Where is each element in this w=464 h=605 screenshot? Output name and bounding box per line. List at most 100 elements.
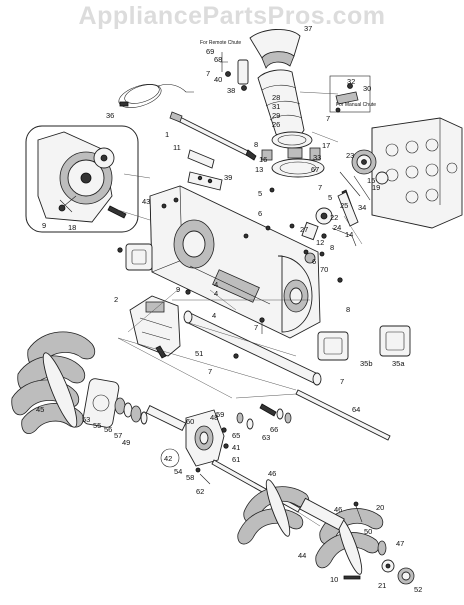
callout-7-chute: 7 bbox=[318, 183, 322, 192]
callout-68: 68 bbox=[214, 55, 222, 64]
callout-6-right: 6 bbox=[312, 257, 316, 266]
callout-14: 14 bbox=[345, 230, 353, 239]
discharge-chute bbox=[257, 69, 313, 149]
remote-chute-cable bbox=[118, 84, 194, 108]
callout-45: 45 bbox=[36, 405, 44, 414]
callout-31: 31 bbox=[272, 102, 280, 111]
callout-35b: 35b bbox=[360, 359, 373, 368]
callout-64: 64 bbox=[352, 405, 360, 414]
callout-6-top: 6 bbox=[258, 209, 262, 218]
callout-28: 28 bbox=[272, 93, 280, 102]
impeller-housing bbox=[129, 295, 181, 359]
callout-66: 66 bbox=[270, 425, 278, 434]
callout-62: 62 bbox=[196, 487, 204, 496]
callout-18: 18 bbox=[68, 223, 76, 232]
gearbox-hardware bbox=[221, 403, 292, 449]
chute-deflector bbox=[249, 29, 301, 69]
callout-53: 53 bbox=[82, 415, 90, 424]
callout-4-a: 4 bbox=[214, 280, 218, 289]
skid-shoes bbox=[125, 243, 411, 361]
callout-57: 57 bbox=[114, 431, 122, 440]
callout-70: 70 bbox=[320, 265, 328, 274]
callout-27: 27 bbox=[300, 225, 308, 234]
callout-47: 47 bbox=[396, 539, 404, 548]
callout-1: 1 bbox=[165, 130, 169, 139]
inset-detail bbox=[25, 125, 139, 233]
callout-40: 40 bbox=[214, 75, 222, 84]
callout-29: 29 bbox=[272, 111, 280, 120]
callout-5-top: 5 bbox=[258, 189, 262, 198]
callout-7-skid: 7 bbox=[340, 377, 344, 386]
callout-52: 52 bbox=[414, 585, 422, 594]
note-manual-chute: For Manual Chute bbox=[336, 102, 376, 108]
callout-48: 48 bbox=[210, 413, 218, 422]
callout-8-right: 8 bbox=[330, 243, 334, 252]
chute-crank-shaft bbox=[169, 111, 257, 161]
callout-44: 44 bbox=[298, 551, 306, 560]
callout-4-c: 4 bbox=[212, 311, 216, 320]
auger-shaft bbox=[295, 389, 391, 441]
callout-26: 26 bbox=[272, 120, 280, 129]
callout-7-mid: 7 bbox=[254, 323, 258, 332]
engine-frame bbox=[371, 117, 463, 229]
callout-25: 25 bbox=[340, 201, 348, 210]
callout-9-inset: 9 bbox=[42, 221, 46, 230]
auger-pulley bbox=[337, 149, 389, 227]
callout-41: 41 bbox=[232, 443, 240, 452]
callout-46-lower: 46 bbox=[334, 505, 342, 514]
callout-67: 67 bbox=[311, 165, 319, 174]
assembly-guide-lines bbox=[117, 91, 363, 527]
manual-chute-crank bbox=[329, 75, 371, 113]
callout-23: 23 bbox=[346, 151, 354, 160]
callout-12: 12 bbox=[316, 238, 324, 247]
callout-17: 17 bbox=[322, 141, 330, 150]
callout-13: 13 bbox=[255, 165, 263, 174]
callout-43: 43 bbox=[142, 197, 150, 206]
callout-49: 49 bbox=[122, 438, 130, 447]
callout-69: 69 bbox=[206, 47, 214, 56]
callout-9-housing: 9 bbox=[176, 285, 180, 294]
callout-39: 39 bbox=[224, 173, 232, 182]
belt-guard bbox=[289, 207, 357, 264]
callout-61-upper: 61 bbox=[232, 455, 240, 464]
callout-7-manual: 7 bbox=[326, 114, 330, 123]
callout-7-low: 7 bbox=[208, 367, 212, 376]
callout-33: 33 bbox=[313, 153, 321, 162]
callout-labels: 37 69 68 7 40 38 28 31 29 26 32 30 7 36 … bbox=[36, 24, 422, 594]
callout-58: 58 bbox=[186, 473, 194, 482]
callout-30: 30 bbox=[363, 84, 371, 93]
callout-36: 36 bbox=[106, 111, 114, 120]
callout-38: 38 bbox=[227, 86, 235, 95]
callout-2: 2 bbox=[114, 295, 118, 304]
callout-15: 15 bbox=[367, 176, 375, 185]
callout-24: 24 bbox=[333, 223, 341, 232]
callout-63: 63 bbox=[262, 433, 270, 442]
callout-5-right: 5 bbox=[328, 193, 332, 202]
callout-46-upper: 46 bbox=[268, 469, 276, 478]
callout-10: 10 bbox=[330, 575, 338, 584]
callout-65: 65 bbox=[232, 431, 240, 440]
shave-plate bbox=[183, 310, 322, 386]
right-end-hardware bbox=[343, 501, 415, 585]
callout-8-top: 8 bbox=[254, 140, 258, 149]
callout-60: 60 bbox=[186, 417, 194, 426]
callout-55: 55 bbox=[93, 421, 101, 430]
left-bearing-stack bbox=[114, 397, 187, 431]
left-auger bbox=[11, 331, 120, 434]
crank-bracket bbox=[187, 149, 223, 191]
right-auger bbox=[237, 479, 384, 575]
site-watermark: AppliancePartsPros.com bbox=[78, 2, 386, 30]
callout-54: 54 bbox=[174, 467, 182, 476]
chute-rotator bbox=[261, 147, 325, 178]
callout-42: 42 bbox=[164, 454, 172, 463]
callout-20: 20 bbox=[376, 503, 384, 512]
callout-51: 51 bbox=[195, 349, 203, 358]
callout-19: 19 bbox=[372, 183, 380, 192]
callout-37: 37 bbox=[304, 24, 312, 33]
callout-22: 22 bbox=[330, 213, 338, 222]
callout-50: 50 bbox=[364, 527, 372, 536]
callout-34: 34 bbox=[358, 203, 366, 212]
callout-32: 32 bbox=[347, 77, 355, 86]
